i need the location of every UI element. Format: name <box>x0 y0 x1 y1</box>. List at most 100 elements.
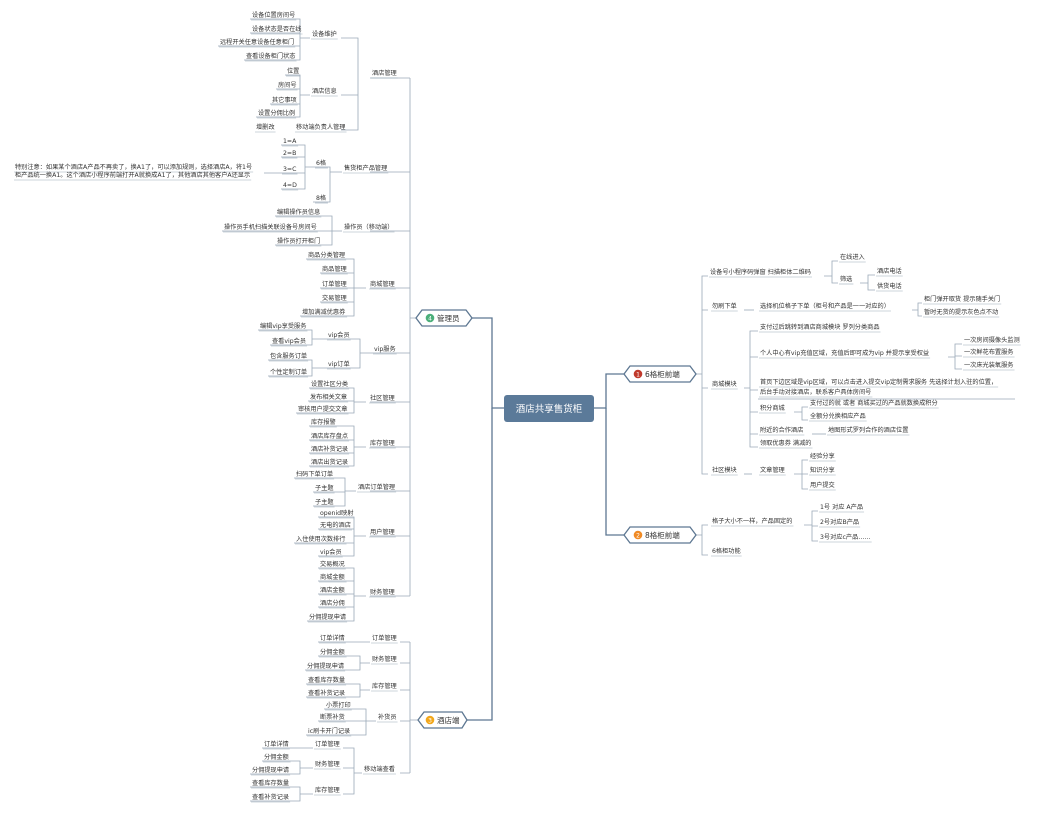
branch-front6-badge <box>633 369 643 379</box>
branch-hotel-label: 酒店端 <box>437 715 460 725</box>
node-eight-grid: 8格 <box>316 194 327 202</box>
leaf: 查看补货记录 <box>252 793 289 801</box>
leaf: 远程开关任意设备任意柜门 <box>220 38 294 46</box>
leaf: 酒店出货记录 <box>311 458 348 466</box>
node-community: 社区管理 <box>370 394 395 402</box>
node-hotel-orders: 酒店订单管理 <box>358 483 395 491</box>
leaf: 个性定制订单 <box>270 368 307 376</box>
leaf: 首页下边区域是vip区域，可以点击进入提交vip定制需求服务 先选择计划入驻的位… <box>760 378 997 386</box>
branch-admin[interactable]: 4 管理员 <box>415 309 473 327</box>
root-node[interactable]: 酒店共享售货柜 <box>504 395 594 422</box>
node-scan: 设备号小程序码弹窗 扫描柜体二维码 <box>710 268 811 276</box>
leaf: 入住使用次数排行 <box>296 535 346 543</box>
node-vip: vip服务 <box>374 345 396 353</box>
leaf: 一次房间摄像头监测 <box>964 336 1020 344</box>
leaf: 交易管理 <box>322 294 347 302</box>
leaf: 全额分兑换相应产品 <box>810 412 866 420</box>
leaf: 操作员手机扫描关联设备号房间号 <box>224 223 317 231</box>
leaf: vip会员 <box>320 548 342 556</box>
leaf: 酒店库存盘点 <box>311 432 348 440</box>
leaf: 库存报警 <box>311 418 336 426</box>
node-hotel-info: 酒店信息 <box>312 87 337 95</box>
leaf: 查看设备柜门状态 <box>246 52 296 60</box>
node-mobile-stock: 库存管理 <box>315 786 340 794</box>
leaf: 供货电话 <box>877 282 902 290</box>
leaf: 分佣金额 <box>320 648 346 656</box>
leaf: 分佣提现申请 <box>309 613 346 621</box>
leaf: 小票打印 <box>326 701 351 709</box>
leaf: 分佣提现申请 <box>252 766 289 774</box>
leaf: 子主题 <box>315 498 334 506</box>
branch-admin-num: 4 <box>428 316 432 323</box>
leaf: 包含服务订单 <box>270 352 307 360</box>
leaf: 订单详情 <box>320 634 345 642</box>
leaf: 商品分类管理 <box>308 251 345 259</box>
leaf: 用户提交 <box>810 481 835 489</box>
branch-front6-num: 1 <box>636 372 640 379</box>
node-finance: 财务管理 <box>370 588 395 596</box>
node-nearby: 附近的合作酒店 <box>760 426 803 434</box>
branch-hotel-badge <box>425 715 435 725</box>
leaf: 商品管理 <box>322 265 347 273</box>
leaf: 3号对应c产品…… <box>820 533 871 541</box>
leaf: 酒店电话 <box>877 267 902 275</box>
node-cabinet-products: 售货柜产品管理 <box>344 164 387 172</box>
leaf: 地图形式罗列合作的酒店位置 <box>828 426 908 434</box>
leaf: 领取优惠券 满减的 <box>760 439 811 447</box>
node-stock: 库存管理 <box>370 439 395 447</box>
leaf: ic刷卡开门记录 <box>308 727 350 735</box>
leaf: 增加满减优惠券 <box>302 308 346 316</box>
leaf: 编辑vip享受服务 <box>260 322 306 330</box>
node-six-grid: 6格 <box>316 159 327 167</box>
branch-front8[interactable]: 2 8格柜前端 <box>623 526 697 544</box>
leaf: 发布相关文章 <box>310 393 347 401</box>
root-label: 酒店共享售货柜 <box>516 403 583 415</box>
branch-front6[interactable]: 1 6格柜前端 <box>623 365 697 383</box>
leaf: 查看库存数量 <box>308 676 345 684</box>
node-restock: 补货员 <box>378 713 397 721</box>
leaf: 经验分享 <box>810 452 835 460</box>
node-mobile-orders: 订单管理 <box>315 740 340 748</box>
leaf: 审核用户提交文章 <box>298 405 348 413</box>
leaf: 一次床光装氧服务 <box>964 361 1014 369</box>
leaf: 支付过的就 或者 商城买过的产品就数换成积分 <box>810 399 938 407</box>
leaf: 一次鲜花布置服务 <box>964 348 1014 356</box>
leaf: 增删改 <box>256 123 275 131</box>
leaf: 在线进入 <box>840 253 865 261</box>
leaf: 操作员打开柜门 <box>277 237 320 245</box>
leaf: 子主题 <box>315 484 334 492</box>
node-vip-member: vip会员 <box>328 331 350 339</box>
leaf: 1=A <box>283 138 297 145</box>
branch-hotel-num: 3 <box>428 718 432 725</box>
node-vip-orders: vip订单 <box>328 360 350 368</box>
leaf: 分佣金额 <box>264 753 290 761</box>
node-mobile-mgr: 移动端负责人管理 <box>296 123 346 131</box>
leaf: 交易概况 <box>320 560 345 568</box>
branch-hotel[interactable]: 3 酒店端 <box>417 711 468 729</box>
leaf: 查看补货记录 <box>308 689 345 697</box>
leaf: 位置 <box>287 67 299 75</box>
branch-admin-badge <box>425 313 435 323</box>
node-hotel-stock: 库存管理 <box>372 682 397 690</box>
branch-admin-label: 管理员 <box>437 313 460 323</box>
leaf: 扫码下单订单 <box>296 470 333 478</box>
leaf: 查看库存数量 <box>252 779 289 787</box>
note-line: 特别注意：如果某个酒店A产品不再卖了，换A1了，可以添加规则，选择酒店A，将1号 <box>15 163 252 171</box>
leaf: 知识分享 <box>810 466 835 474</box>
node-hotel-mgmt: 酒店管理 <box>372 69 397 77</box>
leaf: 2=B <box>283 150 296 157</box>
leaf: 编辑操作员信息 <box>277 208 320 216</box>
node-vip-center: 个人中心有vip充值区域，充值后即可成为vip 并提示享受权益 <box>760 349 929 357</box>
leaf: 酒店补货记录 <box>311 445 348 453</box>
node-mall: 商城管理 <box>370 280 395 288</box>
branch-front8-label: 8格柜前端 <box>645 530 680 540</box>
leaf: 1号 对应 A产品 <box>820 503 863 511</box>
node-grid: 格子大小不一样，产品固定的 <box>712 517 792 525</box>
leaf: 无电的酒店 <box>320 521 351 529</box>
node-mall-module: 商城模块 <box>712 380 737 388</box>
node-door: 6格柜功能 <box>712 547 741 555</box>
node-hotel-commission: 财务管理 <box>372 655 397 663</box>
leaf: 订单管理 <box>322 280 347 288</box>
branch-front8-num: 2 <box>636 533 640 540</box>
